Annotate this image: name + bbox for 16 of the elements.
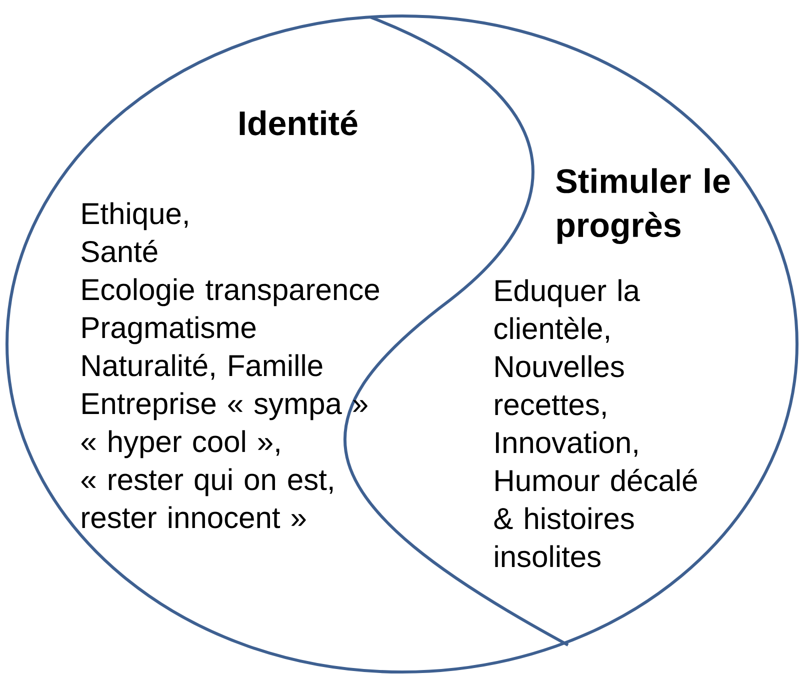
node-label: Nouvelles recettes, [495,355,624,419]
node-label: Pragmatisme [82,316,256,344]
node-label: Eduquer la clientèle, [494,279,640,343]
heading: Identité [240,110,358,136]
node-label: Naturalité, Famille [82,354,322,380]
node-label: « rester qui on est, rester innocent » [81,468,333,528]
node-label: Ethique, [82,202,188,230]
node-label: Ecologie transparence [82,278,379,306]
text-list: Eduquer la clientèle, Nouvelles recettes, Innovation, Humour décalé & histoires insolites [494,279,697,568]
node-label: Santé [82,240,158,262]
node-label: Innovation, [496,431,638,457]
node-label: Entreprise « sympa » [82,392,368,420]
node-label: Humour décalé & histoires insolites [494,468,697,568]
node-label: « hyper cool », [81,430,280,458]
heading: Stimuler le progrès [556,168,730,244]
text-list: Ethique, Santé Ecologie transparence Pragmatisme Naturalité, Famille Entreprise « sympa » « hyper cool », « rester qui on est, rester innocent » [81,202,379,528]
